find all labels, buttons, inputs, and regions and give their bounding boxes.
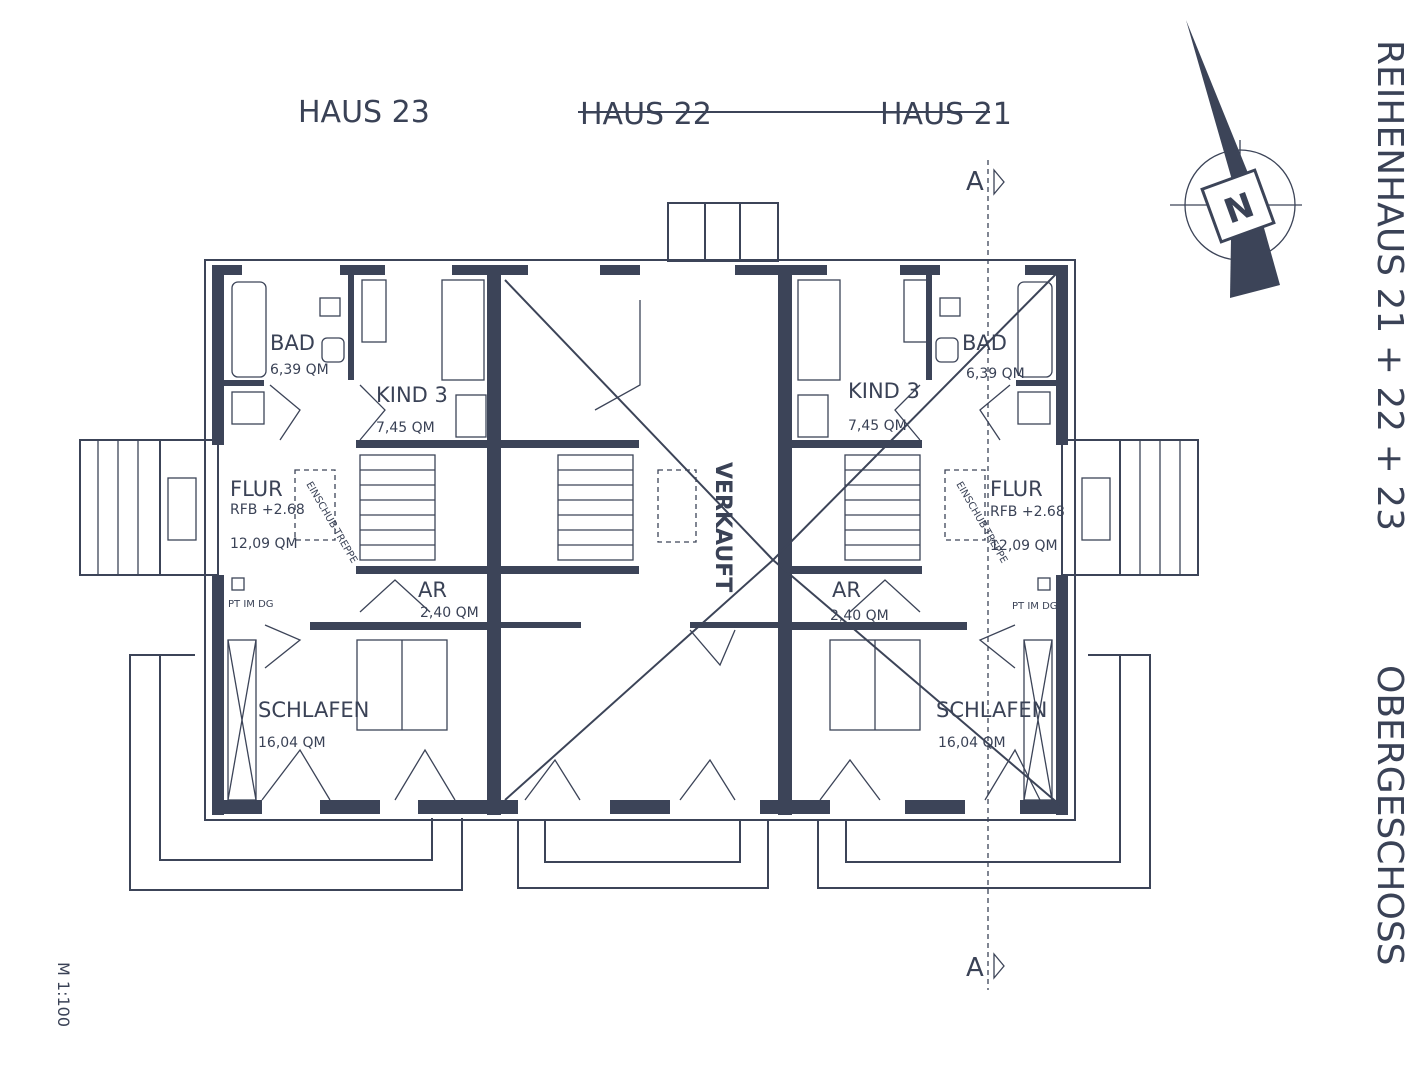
area-schlafen-right: 16,04 QM <box>938 735 1006 751</box>
area-schlafen-left: 16,04 QM <box>258 735 326 751</box>
shower-left-icon <box>231 391 265 425</box>
pt-square-right <box>1037 577 1051 591</box>
title-obergeschoss: OBERGESCHOSS <box>1369 665 1410 966</box>
stair-left <box>359 454 436 561</box>
toilet-right-icon <box>939 297 961 317</box>
pt-label-left: PT IM DG <box>228 599 274 610</box>
toilet-left-icon <box>319 297 341 317</box>
scale-label: M 1:100 <box>54 962 73 1027</box>
section-marker-bottom: A <box>966 953 984 983</box>
desk-flur-right-icon <box>1081 477 1111 541</box>
room-ar-right: AR <box>832 578 861 602</box>
stair-right <box>844 454 921 561</box>
verkauft-cross-line-1 <box>504 279 774 561</box>
room-kind3-right: KIND 3 <box>848 379 920 403</box>
room-bad-right: BAD <box>962 331 1007 355</box>
desk-kind3-left-icon <box>361 279 387 343</box>
room-flur-left: FLUR <box>230 477 283 501</box>
area-bad-left: 6,39 QM <box>270 362 329 378</box>
section-marker-top: A <box>966 167 984 197</box>
dormer-box <box>667 202 779 262</box>
room-kind3-left: KIND 3 <box>376 383 448 407</box>
rfb-flur-left: RFB +2.68 <box>230 502 305 518</box>
area-flur-right: 12,09 QM <box>990 538 1058 554</box>
section-arrow-bottom <box>993 952 1005 980</box>
area-bad-right: 6,39 QM <box>966 366 1025 382</box>
label-haus-22: HAUS 22 <box>580 97 712 132</box>
verkauft-stamp: VERKAUFT <box>710 462 735 592</box>
bathtub-right-icon <box>1017 281 1053 378</box>
area-ar-left: 2,40 QM <box>420 605 479 621</box>
bed-kind3-right-icon <box>797 279 841 381</box>
title-reihenhaus: REIHENHAUS 21 + 22 + 23 <box>1369 40 1410 531</box>
einschub-left <box>294 469 336 541</box>
area-kind3-right: 7,45 QM <box>848 418 907 434</box>
bed-kind3-left-icon <box>441 279 485 381</box>
area-ar-right: 2,40 QM <box>830 608 889 624</box>
section-arrow-top <box>993 168 1005 196</box>
rfb-flur-right: RFB +2.68 <box>990 504 1065 520</box>
sink-right-icon <box>935 337 959 363</box>
room-schlafen-right: SCHLAFEN <box>936 698 1047 722</box>
sold-cross-21-a <box>772 269 1061 561</box>
sink-left-icon <box>321 337 345 363</box>
wardrobe-schlafen-right-icon <box>1023 639 1053 801</box>
area-kind3-left: 7,45 QM <box>376 420 435 436</box>
einschub-label-left: EINSCHUB-TREPPE <box>303 480 359 565</box>
room-flur-right: FLUR <box>990 477 1043 501</box>
desk-kind3-right-icon <box>903 279 929 343</box>
north-arrow-icon: N <box>1170 20 1302 298</box>
room-ar-left: AR <box>418 578 447 602</box>
stair-middle <box>557 454 634 561</box>
label-haus-21: HAUS 21 <box>880 97 1012 132</box>
wardrobe-schlafen-left-icon <box>227 639 257 801</box>
building-outline <box>204 259 1076 821</box>
sold-cross-21-b <box>772 559 1061 806</box>
shower-right-icon <box>1017 391 1051 425</box>
pt-label-right: PT IM DG <box>1012 601 1058 612</box>
pt-square-left <box>231 577 245 591</box>
wardrobe-kind3-left-icon <box>455 394 487 438</box>
einschub-middle <box>657 469 697 543</box>
label-haus-23: HAUS 23 <box>298 95 430 130</box>
room-schlafen-left: SCHLAFEN <box>258 698 369 722</box>
wardrobe-kind3-right-icon <box>797 394 829 438</box>
area-flur-left: 12,09 QM <box>230 536 298 552</box>
room-bad-left: BAD <box>270 331 315 355</box>
desk-flur-left-icon <box>167 477 197 541</box>
bathtub-left-icon <box>231 281 267 378</box>
einschub-right <box>944 469 986 541</box>
